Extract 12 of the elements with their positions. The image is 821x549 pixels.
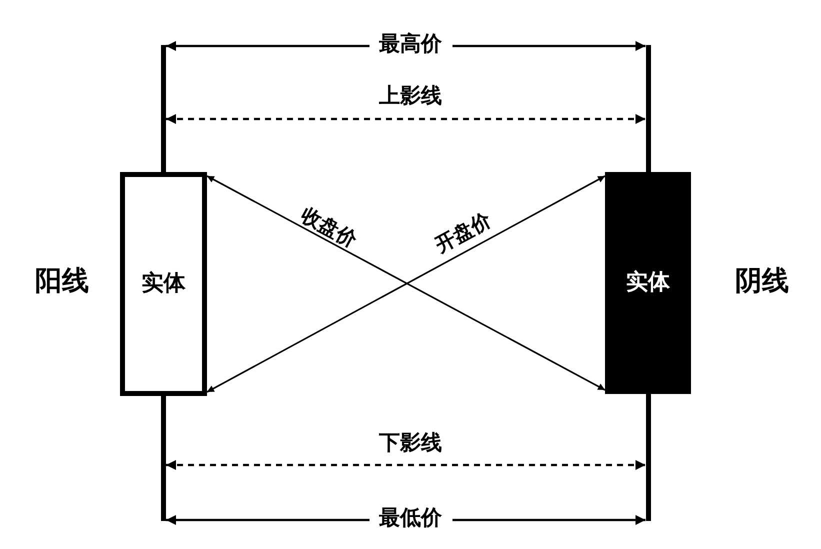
double-arrow xyxy=(166,114,646,124)
edge-label: 下影线 xyxy=(379,432,442,454)
edge-label: 开盘价 xyxy=(431,208,494,255)
edge-label: 最高价 xyxy=(369,34,452,54)
candle-type-label: 阴线 xyxy=(735,268,789,294)
double-arrow xyxy=(166,460,646,470)
candle-type-label: 阳线 xyxy=(35,268,89,294)
edge-label: 最低价 xyxy=(369,508,452,528)
candle-body: 实体 xyxy=(605,172,691,394)
edge-label: 上影线 xyxy=(379,86,442,106)
edge-label: 收盘价 xyxy=(297,204,360,250)
candle-body: 实体 xyxy=(120,172,207,396)
